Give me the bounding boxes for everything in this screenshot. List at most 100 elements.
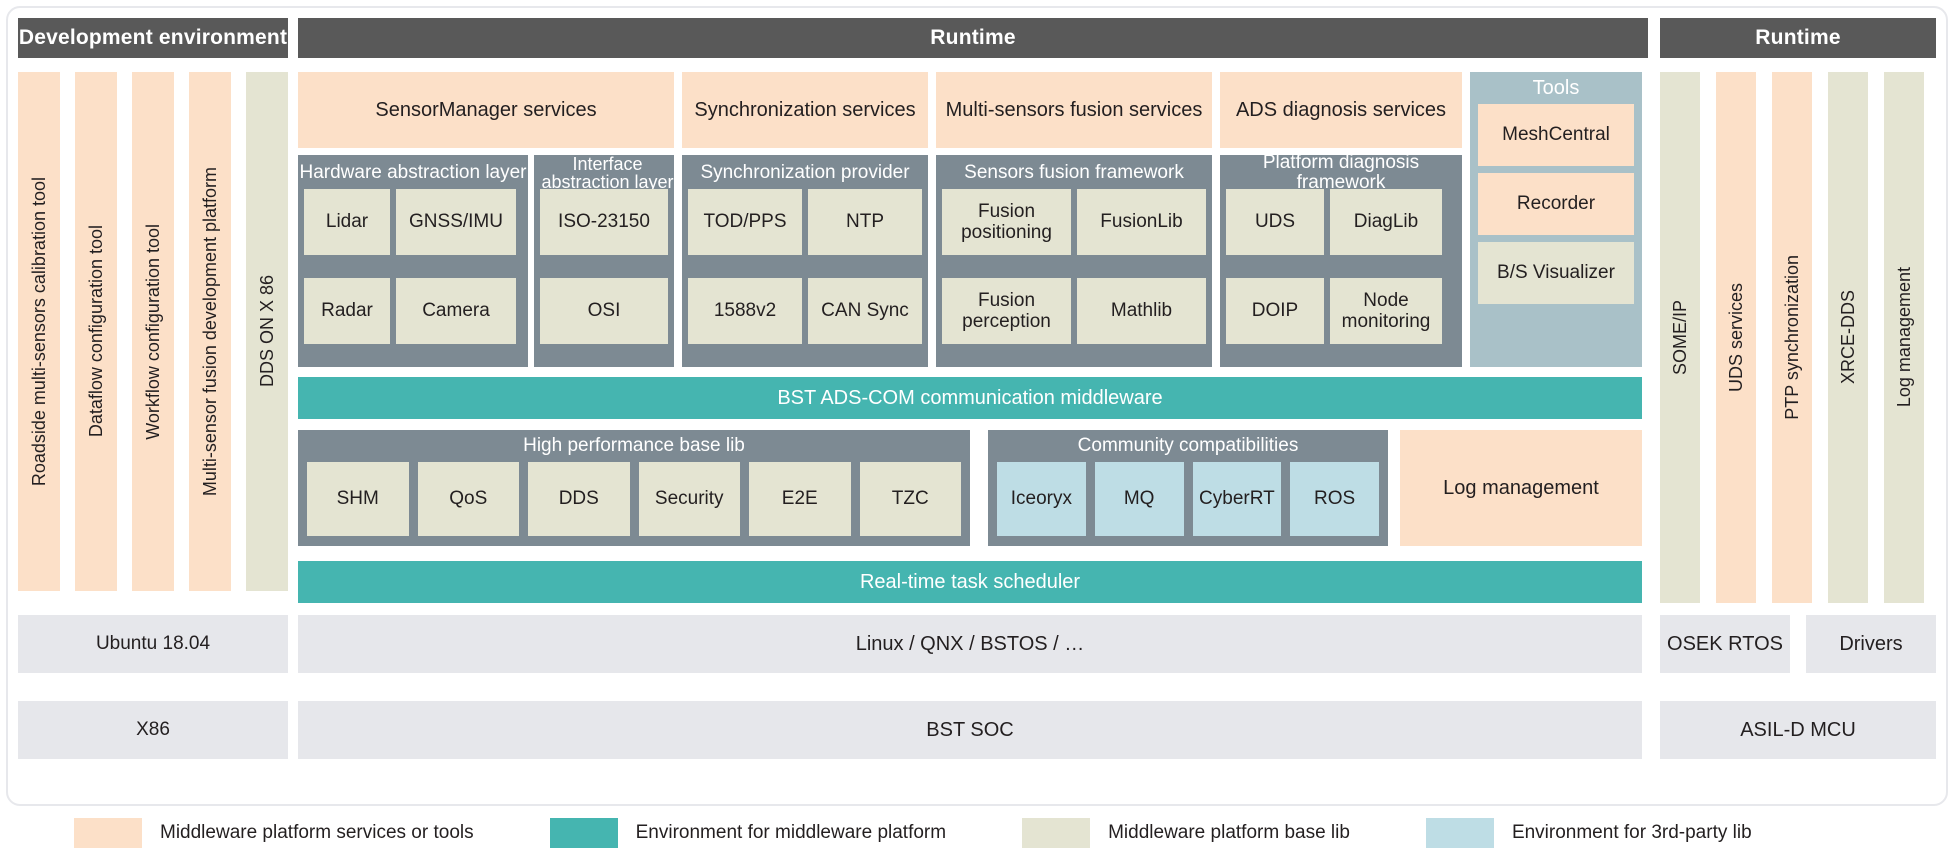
framework-item-doip[interactable]: DOIP bbox=[1226, 278, 1324, 344]
framework-item-1588v2[interactable]: 1588v2 bbox=[688, 278, 802, 344]
framework-synchronization-provider: Synchronization provider TOD/PPS NTP 158… bbox=[682, 155, 928, 367]
runtime-mid-header: Runtime bbox=[298, 18, 1648, 58]
realtime-task-scheduler-bar[interactable]: Real-time task scheduler bbox=[298, 561, 1642, 603]
framework-title: Interface abstraction layer bbox=[541, 154, 674, 192]
legend-item-third-party: Environment for 3rd-party lib bbox=[1425, 818, 1752, 848]
community-compatibilities-group: Community compatibilities Iceoryx MQ Cyb… bbox=[988, 430, 1388, 546]
legend-swatch-icon bbox=[549, 818, 618, 848]
dev-column-label: Workflow configuration tool bbox=[142, 223, 163, 440]
framework-item-osi[interactable]: OSI bbox=[540, 278, 668, 344]
tools-title: Tools bbox=[1532, 76, 1580, 99]
framework-item-node-monitoring[interactable]: Node monitoring bbox=[1330, 278, 1442, 344]
framework-hardware-abstraction-layer: Hardware abstraction layer Lidar GNSS/IM… bbox=[298, 155, 528, 367]
group-title: High performance base lib bbox=[523, 435, 745, 457]
tool-recorder[interactable]: Recorder bbox=[1478, 173, 1634, 235]
dev-hardware-row: X86 bbox=[18, 701, 288, 759]
framework-item-lidar[interactable]: Lidar bbox=[304, 189, 390, 255]
framework-item-gnss-imu[interactable]: GNSS/IMU bbox=[396, 189, 516, 255]
communication-middleware-bar[interactable]: BST ADS-COM communication middleware bbox=[298, 377, 1642, 419]
framework-title: Hardware abstraction layer bbox=[299, 162, 527, 184]
runtime-right-column-label: Log management bbox=[1893, 267, 1914, 408]
service-box-synchronization[interactable]: Synchronization services bbox=[682, 72, 928, 148]
baselib-item-tzc[interactable]: TZC bbox=[859, 462, 961, 536]
runtime-right-column-label: XRCE-DDS bbox=[1837, 290, 1858, 385]
tools-panel: Tools MeshCentral Recorder B/S Visualize… bbox=[1470, 72, 1642, 367]
baselib-item-qos[interactable]: QoS bbox=[417, 462, 519, 536]
framework-title: Synchronization provider bbox=[700, 162, 910, 184]
legend-label: Environment for middleware platform bbox=[635, 822, 947, 843]
log-management-box[interactable]: Log management bbox=[1400, 430, 1642, 546]
service-box-multi-sensors-fusion[interactable]: Multi-sensors fusion services bbox=[936, 72, 1212, 148]
runtime-right-header: Runtime bbox=[1660, 18, 1936, 58]
service-box-label: Multi-sensors fusion services bbox=[945, 98, 1203, 121]
dev-column-label: Roadside multi-sensors calibration tool bbox=[28, 176, 49, 487]
dev-column-workflow-configuration-tool[interactable]: Workflow configuration tool bbox=[132, 72, 174, 591]
framework-item-radar[interactable]: Radar bbox=[304, 278, 390, 344]
legend-label: Middleware platform services or tools bbox=[160, 822, 474, 843]
runtime-right-column-someip[interactable]: SOME/IP bbox=[1660, 72, 1700, 603]
runtime-right-column-label: SOME/IP bbox=[1669, 299, 1690, 375]
high-performance-base-lib-group: High performance base lib SHM QoS DDS Se… bbox=[298, 430, 970, 546]
framework-item-can-sync[interactable]: CAN Sync bbox=[808, 278, 922, 344]
dev-column-label: Dataflow configuration tool bbox=[85, 225, 106, 438]
runtime-right-hardware-row: ASIL-D MCU bbox=[1660, 701, 1936, 759]
baselib-item-dds[interactable]: DDS bbox=[528, 462, 630, 536]
tool-bs-visualizer[interactable]: B/S Visualizer bbox=[1478, 242, 1634, 304]
service-box-label: ADS diagnosis services bbox=[1235, 98, 1447, 121]
baselib-item-shm[interactable]: SHM bbox=[307, 462, 409, 536]
runtime-mid-os-row: Linux / QNX / BSTOS / … bbox=[298, 615, 1642, 673]
runtime-right-column-xrce-dds[interactable]: XRCE-DDS bbox=[1828, 72, 1868, 603]
community-item-mq[interactable]: MQ bbox=[1094, 462, 1184, 536]
framework-title: Sensors fusion framework bbox=[964, 162, 1184, 184]
legend-swatch-icon bbox=[74, 818, 142, 848]
runtime-right-column-log-management[interactable]: Log management bbox=[1884, 72, 1924, 603]
framework-sensors-fusion: Sensors fusion framework Fusion position… bbox=[936, 155, 1212, 367]
framework-item-fusion-positioning[interactable]: Fusion positioning bbox=[942, 189, 1071, 255]
framework-item-mathlib[interactable]: Mathlib bbox=[1077, 278, 1206, 344]
framework-interface-abstraction-layer: Interface abstraction layer ISO-23150 OS… bbox=[534, 155, 674, 367]
legend-swatch-icon bbox=[1022, 818, 1091, 848]
dev-column-dataflow-configuration-tool[interactable]: Dataflow configuration tool bbox=[75, 72, 117, 591]
service-box-ads-diagnosis[interactable]: ADS diagnosis services bbox=[1220, 72, 1462, 148]
framework-item-tod-pps[interactable]: TOD/PPS bbox=[688, 189, 802, 255]
development-environment-header: Development environment bbox=[18, 18, 288, 58]
dev-column-dds-on-x86[interactable]: DDS ON X 86 bbox=[246, 72, 288, 591]
runtime-right-column-ptp-synchronization[interactable]: PTP synchronization bbox=[1772, 72, 1812, 603]
community-item-cyberrt[interactable]: CyberRT bbox=[1192, 462, 1282, 536]
dev-column-roadside-calibration-tool[interactable]: Roadside multi-sensors calibration tool bbox=[18, 72, 60, 591]
framework-platform-diagnosis: Platform diagnosis framework UDS DiagLib… bbox=[1220, 152, 1462, 367]
framework-title: Platform diagnosis framework bbox=[1262, 152, 1420, 193]
framework-item-uds[interactable]: UDS bbox=[1226, 189, 1324, 255]
legend-item-base-lib: Middleware platform base lib bbox=[1022, 818, 1350, 848]
legend: Middleware platform services or tools En… bbox=[18, 814, 1936, 852]
framework-item-diaglib[interactable]: DiagLib bbox=[1330, 189, 1442, 255]
framework-item-ntp[interactable]: NTP bbox=[808, 189, 922, 255]
runtime-right-column-label: PTP synchronization bbox=[1781, 255, 1802, 420]
runtime-right-column-uds-services[interactable]: UDS services bbox=[1716, 72, 1756, 603]
runtime-mid-hardware-row: BST SOC bbox=[298, 701, 1642, 759]
framework-item-camera[interactable]: Camera bbox=[396, 278, 516, 344]
baselib-item-e2e[interactable]: E2E bbox=[749, 462, 851, 536]
baselib-item-security[interactable]: Security bbox=[638, 462, 740, 536]
runtime-right-drivers-row: Drivers bbox=[1806, 615, 1936, 673]
dev-os-row: Ubuntu 18.04 bbox=[18, 615, 288, 673]
framework-item-iso-23150[interactable]: ISO-23150 bbox=[540, 189, 668, 255]
dev-column-label: Multi-sensor fusion development platform bbox=[199, 166, 220, 497]
legend-label: Environment for 3rd-party lib bbox=[1511, 822, 1752, 843]
framework-item-fusionlib[interactable]: FusionLib bbox=[1077, 189, 1206, 255]
legend-item-environment-middleware: Environment for middleware platform bbox=[549, 818, 947, 848]
community-item-iceoryx[interactable]: Iceoryx bbox=[997, 462, 1086, 536]
runtime-right-column-label: UDS services bbox=[1725, 282, 1746, 393]
dev-column-label: DDS ON X 86 bbox=[256, 275, 277, 388]
dev-column-multi-sensor-fusion-platform[interactable]: Multi-sensor fusion development platform bbox=[189, 72, 231, 591]
legend-item-services-or-tools: Middleware platform services or tools bbox=[74, 818, 474, 848]
service-box-label: SensorManager services bbox=[375, 98, 597, 121]
framework-item-fusion-perception[interactable]: Fusion perception bbox=[942, 278, 1071, 344]
group-title: Community compatibilities bbox=[1077, 435, 1299, 457]
tool-meshcentral[interactable]: MeshCentral bbox=[1478, 104, 1634, 166]
legend-label: Middleware platform base lib bbox=[1108, 822, 1350, 843]
service-box-label: Synchronization services bbox=[694, 98, 916, 121]
community-item-ros[interactable]: ROS bbox=[1290, 462, 1379, 536]
service-box-sensormanager[interactable]: SensorManager services bbox=[298, 72, 674, 148]
